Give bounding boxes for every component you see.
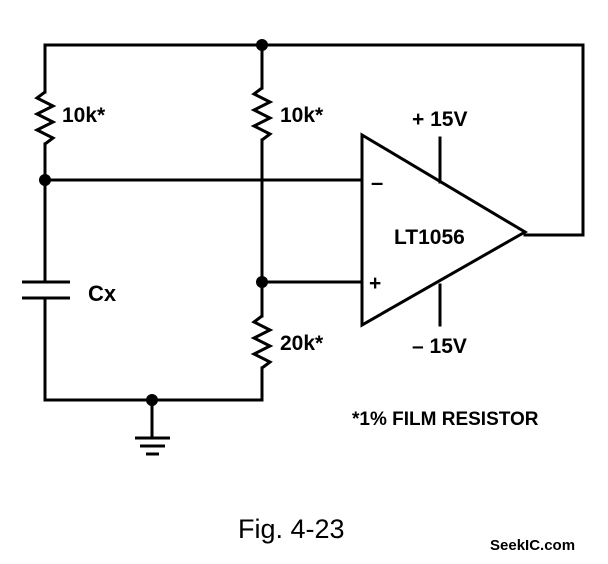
noninverting-input-label: + [369, 272, 381, 295]
ground-icon [135, 436, 170, 456]
inverting-input-label: – [371, 170, 383, 195]
feedback-wire [43, 43, 585, 237]
opamp-body [360, 132, 528, 328]
resistor-left-label: 10k* [62, 104, 106, 127]
resistor-mid [250, 86, 274, 142]
capacitor-label: Cx [88, 281, 117, 306]
junction-mid [256, 276, 268, 288]
supply-pos-label: + 15V [412, 108, 467, 131]
figure-caption: Fig. 4-23 [238, 514, 345, 544]
resistor-mid-label: 10k* [280, 104, 324, 127]
resistor-bottom-label: 20k* [280, 332, 324, 355]
junction-top [256, 39, 268, 51]
opamp-label: LT1056 [394, 226, 465, 249]
watermark: SeekIC.com [490, 537, 575, 554]
junction-left [39, 174, 51, 186]
resistor-left [33, 90, 57, 146]
footnote-label: *1% FILM RESISTOR [352, 409, 539, 430]
resistor-bottom [250, 314, 274, 370]
supply-neg-label: – 15V [412, 335, 467, 358]
